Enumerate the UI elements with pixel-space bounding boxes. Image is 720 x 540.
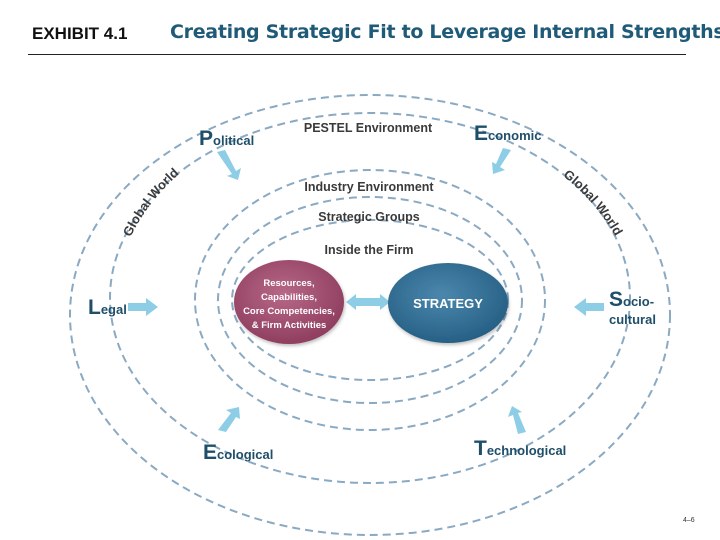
strategic-groups-ring [217,196,523,404]
page-number: 4–6 [683,517,695,524]
pestel-ring [109,112,631,484]
economic-arrow [492,148,511,174]
ecological-arrow [218,407,240,432]
sociocultural-label-line2: cultural [609,312,656,327]
page-title: Creating Strategic Fit to Leverage Inter… [170,21,720,43]
ecological-label: Ecological [203,441,273,464]
technological-label: Technological [474,437,566,460]
strategy-ellipse [388,263,508,343]
global-world-label-left: Global World [120,165,182,239]
industry-ring [194,169,546,431]
resources-line-1: Resources, [263,278,314,289]
political-arrow [217,150,241,180]
fit-double-arrow [346,294,390,310]
global-world-label-right: Global World [561,167,626,239]
legal-label: Legal [88,296,127,319]
strategy-label: STRATEGY [413,296,483,311]
technological-arrow [508,406,526,434]
legal-arrow [128,298,158,316]
title-divider [28,54,686,55]
sociocultural-arrow [574,298,604,316]
economic-label: Economic [474,122,541,145]
industry-label: Industry Environment [304,180,434,194]
inside-firm-label: Inside the Firm [325,243,414,257]
firm-ring [231,219,509,381]
resources-line-4: & Firm Activities [252,320,327,331]
resources-line-2: Capabilities, [261,292,317,303]
resources-ellipse [234,260,344,344]
sociocultural-label: Socio- [609,288,654,311]
global-world-ring [69,94,671,536]
pestel-label: PESTEL Environment [304,121,433,135]
political-label: Political [199,127,254,150]
strategic-groups-label: Strategic Groups [318,210,419,224]
exhibit-label: EXHIBIT 4.1 [32,24,128,43]
resources-line-3: Core Competencies, [243,306,335,317]
